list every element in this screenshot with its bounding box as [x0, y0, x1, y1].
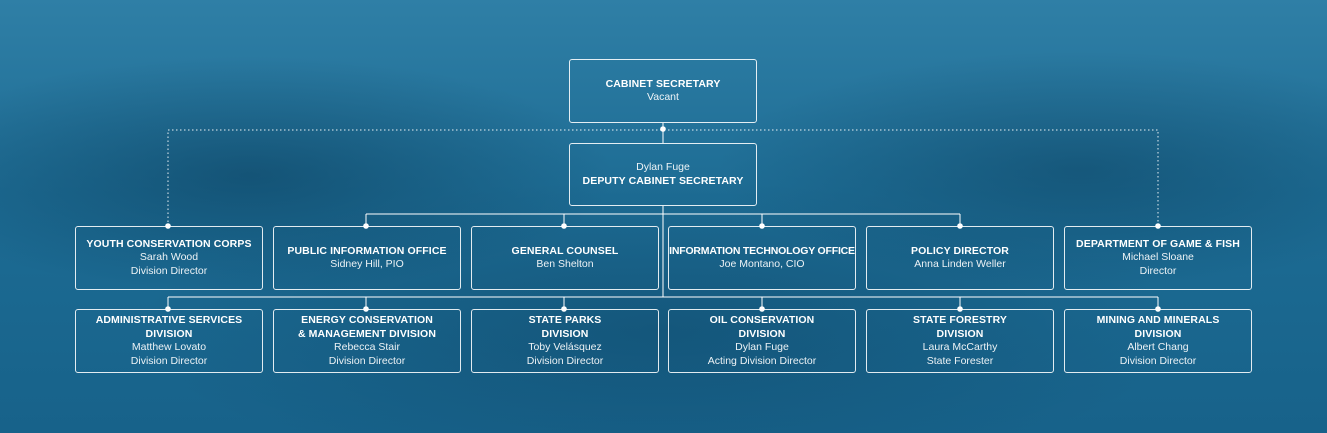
- box-role: Division Director: [130, 264, 208, 277]
- youth-conservation-corps-box: YOUTH CONSERVATION CORPS Sarah Wood Divi…: [75, 226, 263, 290]
- oil-conservation-division-box: OIL CONSERVATION DIVISION Dylan Fuge Act…: [668, 309, 856, 373]
- box-title-line2: DIVISION: [1134, 327, 1182, 340]
- box-title-line2: DIVISION: [738, 327, 786, 340]
- box-name: Sidney Hill, PIO: [330, 258, 404, 270]
- box-role: State Forester: [926, 354, 994, 367]
- box-title: OIL CONSERVATION: [709, 314, 815, 326]
- dotted-connector: [167, 129, 1159, 226]
- policy-director-box: POLICY DIRECTOR Anna Linden Weller: [866, 226, 1054, 290]
- box-name: Dylan Fuge: [735, 341, 789, 353]
- state-forestry-division-box: STATE FORESTRY DIVISION Laura McCarthy S…: [866, 309, 1054, 373]
- energy-conservation-division-box: ENERGY CONSERVATION & MANAGEMENT DIVISIO…: [273, 309, 461, 373]
- deputy-cabinet-secretary-name: Dylan Fuge: [636, 161, 690, 173]
- cabinet-secretary-title: CABINET SECRETARY: [605, 77, 721, 90]
- box-title: INFORMATION TECHNOLOGY OFFICE: [669, 244, 855, 257]
- box-name: Laura McCarthy: [922, 341, 998, 353]
- cabinet-secretary-name: Vacant: [647, 91, 679, 103]
- state-parks-division-box: STATE PARKS DIVISION Toby Velásquez Divi…: [471, 309, 659, 373]
- box-title: MINING AND MINERALS: [1096, 314, 1220, 326]
- box-name: Albert Chang: [1127, 341, 1189, 353]
- box-name: Ben Shelton: [536, 258, 594, 270]
- box-role: Director: [1139, 264, 1177, 277]
- box-title: ADMINISTRATIVE SERVICES: [95, 314, 243, 326]
- deputy-cabinet-secretary-title: DEPUTY CABINET SECRETARY: [582, 174, 744, 187]
- deputy-cabinet-secretary-box: Dylan Fuge DEPUTY CABINET SECRETARY: [569, 143, 757, 206]
- box-title-line2: DIVISION: [936, 327, 984, 340]
- box-title: PUBLIC INFORMATION OFFICE: [287, 244, 447, 257]
- box-title: YOUTH CONSERVATION CORPS: [86, 237, 252, 250]
- box-title: ENERGY CONSERVATION: [301, 314, 433, 326]
- administrative-services-division-box: ADMINISTRATIVE SERVICES DIVISION Matthew…: [75, 309, 263, 373]
- box-role: Division Director: [130, 354, 208, 367]
- department-of-game-fish-box: DEPARTMENT OF GAME & FISH Michael Sloane…: [1064, 226, 1252, 290]
- box-title-line2: & MANAGEMENT DIVISION: [297, 327, 437, 340]
- box-title: GENERAL COUNSEL: [511, 244, 619, 257]
- box-role: Acting Division Director: [707, 354, 817, 367]
- information-technology-office-box: INFORMATION TECHNOLOGY OFFICE Joe Montan…: [668, 226, 856, 290]
- box-title: STATE FORESTRY: [913, 314, 1007, 326]
- public-information-office-box: PUBLIC INFORMATION OFFICE Sidney Hill, P…: [273, 226, 461, 290]
- box-title: DEPARTMENT OF GAME & FISH: [1076, 237, 1240, 250]
- box-name: Michael Sloane: [1122, 251, 1194, 264]
- box-name: Toby Velásquez: [528, 341, 602, 353]
- box-role: Division Director: [1119, 354, 1197, 367]
- box-name: Matthew Lovato: [131, 341, 207, 353]
- box-name: Rebecca Stair: [334, 341, 400, 353]
- box-role: Division Director: [328, 354, 406, 367]
- box-role: Division Director: [526, 354, 604, 367]
- box-name: Sarah Wood: [139, 251, 199, 264]
- box-title: POLICY DIRECTOR: [911, 244, 1009, 257]
- cabinet-secretary-box: CABINET SECRETARY Vacant: [569, 59, 757, 123]
- general-counsel-box: GENERAL COUNSEL Ben Shelton: [471, 226, 659, 290]
- box-name: Joe Montano, CIO: [719, 258, 805, 270]
- box-title: STATE PARKS: [528, 314, 602, 326]
- box-title-line2: DIVISION: [541, 327, 589, 340]
- mining-and-minerals-division-box: MINING AND MINERALS DIVISION Albert Chan…: [1064, 309, 1252, 373]
- box-name: Anna Linden Weller: [914, 258, 1006, 270]
- connector-dot: [660, 126, 666, 132]
- box-title-line2: DIVISION: [145, 327, 193, 340]
